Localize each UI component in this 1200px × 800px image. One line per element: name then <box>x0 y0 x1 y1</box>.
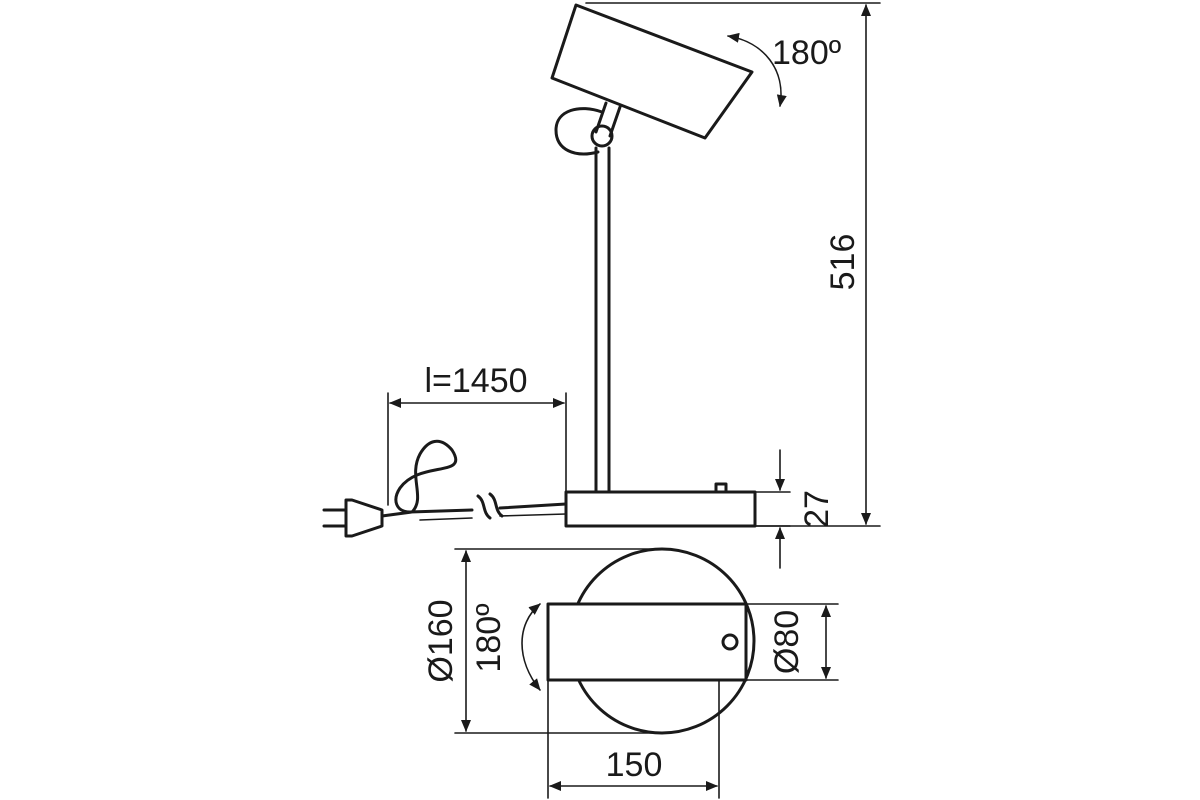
dim-height-label: 516 <box>824 234 862 291</box>
dim-base-label: 27 <box>798 490 836 528</box>
dim-rotation-top-label: 180º <box>772 34 841 72</box>
joint-knob <box>590 124 614 148</box>
dim-diameter-label: Ø160 <box>422 599 460 682</box>
power-cable-lower <box>419 513 567 521</box>
dim-rotation-bottom-label: 180º <box>470 603 508 672</box>
head-neck <box>594 101 622 138</box>
hinge-loop <box>554 107 604 156</box>
lamp-arm <box>594 146 611 494</box>
top-view: Ø160 180º Ø80 150 <box>422 547 839 799</box>
lamp-head-shade <box>550 3 754 140</box>
cable-break-mark <box>476 492 504 520</box>
dim-width-label: Ø80 <box>768 610 806 674</box>
plug-pins <box>322 508 348 528</box>
dim-rotation-top-arc <box>727 32 787 107</box>
base-switch <box>714 482 728 494</box>
dim-cable-label: l=1450 <box>424 362 527 400</box>
dim-rotation-bottom-arc <box>521 603 541 691</box>
plug-body <box>344 498 384 538</box>
head-knob <box>721 633 739 651</box>
power-cable <box>380 439 568 518</box>
head-rectangle <box>546 602 748 682</box>
lamp-base <box>564 490 757 528</box>
side-view: 516 180º l=1450 27 <box>322 2 881 569</box>
dim-length-label: 150 <box>606 746 663 784</box>
